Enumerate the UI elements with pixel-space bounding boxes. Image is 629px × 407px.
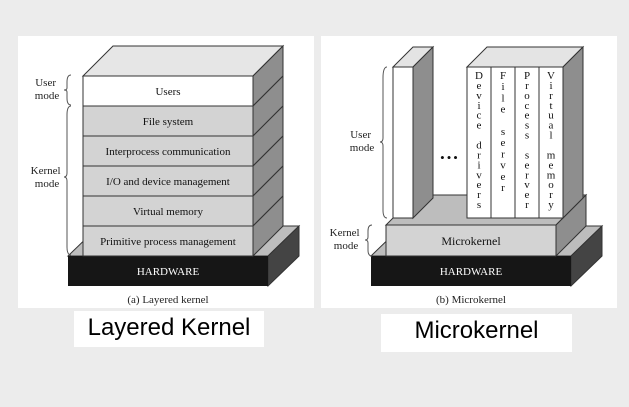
server-column [466, 66, 492, 219]
layer-front [82, 105, 254, 137]
column-letter: r [501, 182, 505, 194]
microkernel-front [385, 224, 557, 257]
layer-front [82, 75, 254, 107]
column-letter: F [500, 70, 506, 82]
user-mode-bracket [63, 74, 72, 106]
column-letter: v [500, 160, 506, 172]
column-letter: s [525, 120, 529, 132]
micro-user-mode-bracket [379, 66, 388, 219]
column-letter: e [477, 120, 482, 132]
layer-label: Interprocess communication [106, 146, 231, 158]
column-letter: o [524, 90, 530, 102]
column-letter: s [477, 199, 481, 211]
column-letter: v [524, 179, 530, 191]
micro-caption: (b) Microkernel [436, 294, 506, 306]
column-letter: e [525, 189, 530, 201]
microkernel-diagram: HARDWARE Microkernel Clientprocess ••• D… [330, 45, 604, 306]
microkernel-title: Microkernel [381, 314, 572, 352]
column-letter: v [476, 90, 482, 102]
column-letter: e [549, 159, 554, 171]
layer-label: Users [155, 86, 180, 98]
column-letter: v [476, 169, 482, 181]
layer-front [82, 225, 254, 257]
columns-ellipsis: ••• [440, 150, 460, 165]
column-letter: t [549, 100, 552, 112]
server-columns: DevicedriversFileserverProcessserverVirt… [465, 45, 585, 220]
microkernel-label: Microkernel [441, 234, 501, 248]
column-letter: c [477, 110, 482, 122]
column-letter: r [549, 90, 553, 102]
client-process-column: Clientprocess [391, 45, 435, 220]
layered-kernel-title: Layered Kernel [74, 311, 264, 347]
column-letter: r [525, 199, 529, 211]
column-letter: i [477, 100, 480, 112]
column-letter: o [548, 179, 554, 191]
column-letter: r [525, 80, 529, 92]
layered-hardware-label: HARDWARE [137, 266, 200, 278]
layer-front [82, 135, 254, 167]
micro-hardware-label: HARDWARE [440, 266, 503, 278]
server-column [538, 66, 564, 219]
column-letter: c [525, 100, 530, 112]
layered-hardware-front [68, 256, 268, 286]
column-letter: s [525, 149, 529, 161]
column-letter: i [477, 159, 480, 171]
micro-kernel-mode-bracket [364, 224, 373, 257]
column-letter: r [477, 149, 481, 161]
layered-kernel-mode-label: Kernel mode [31, 165, 64, 190]
kernel-mode-bracket [63, 105, 72, 256]
micro-user-mode-label: User mode [350, 129, 375, 154]
column-letter: r [549, 189, 553, 201]
layered-caption: (a) Layered kernel [127, 294, 208, 306]
micro-hardware-front [371, 256, 571, 286]
server-columns-side [562, 45, 584, 220]
column-letter: m [547, 149, 556, 161]
column-letter: e [501, 137, 506, 149]
layer-label: Primitive process management [100, 236, 236, 248]
layered-user-mode-label: User mode [35, 77, 60, 102]
layer-front [82, 165, 254, 197]
column-letter: e [477, 80, 482, 92]
column-letter: r [477, 189, 481, 201]
column-letter: r [525, 169, 529, 181]
column-letter: a [549, 120, 554, 132]
layer-label: Virtual memory [133, 206, 203, 218]
column-letter: l [501, 92, 504, 104]
column-letter: r [501, 148, 505, 160]
layer-label: File system [143, 116, 194, 128]
column-letter: e [477, 179, 482, 191]
column-letter: P [524, 70, 530, 82]
column-letter: s [525, 130, 529, 142]
layer-label: I/O and device management [106, 176, 230, 188]
column-letter: V [547, 70, 555, 82]
column-letter: D [475, 70, 483, 82]
column-letter: l [549, 130, 552, 142]
column-letter: m [547, 169, 556, 181]
server-column [514, 66, 540, 219]
micro-kernel-mode-label: Kernel mode [330, 227, 363, 252]
column-letter: i [501, 81, 504, 93]
column-letter: d [476, 140, 482, 152]
column-letter: y [548, 199, 554, 211]
column-letter: e [525, 110, 530, 122]
column-letter: e [501, 104, 506, 116]
column-letter: e [525, 159, 530, 171]
column-letter: s [501, 126, 505, 138]
layered-stack-top [81, 45, 285, 77]
column-letter: e [501, 171, 506, 183]
column-letter: i [549, 80, 552, 92]
column-letter: u [548, 110, 554, 122]
